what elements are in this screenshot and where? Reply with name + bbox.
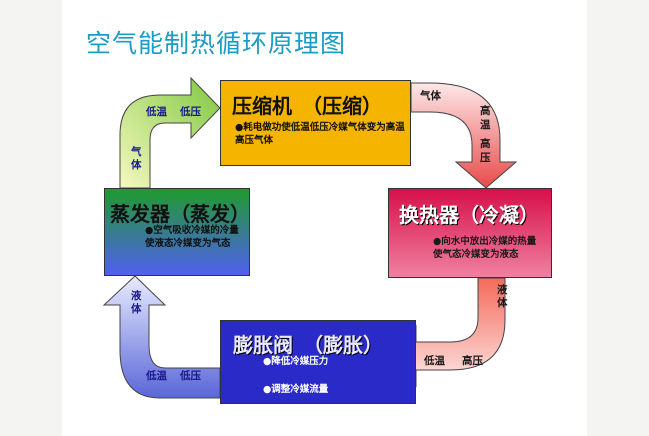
label-low-press-tl: 低压: [180, 106, 201, 118]
label-liquid-br: 液体: [497, 284, 508, 309]
arrow-valve-to-evaporator: [102, 275, 221, 399]
evaporator-description: ●空气吸收冷媒的冷量使液态冷媒变为气态: [145, 225, 239, 249]
expansion-valve-box: 膨胀阀 （膨胀） ●降低冷媒压力 ●调整冷媒流量: [220, 320, 416, 404]
valve-item-2: ●调整冷媒流量: [263, 384, 329, 395]
label-liquid-bl: 液体: [131, 290, 142, 315]
label-high-temp-tr: 高温: [480, 105, 491, 131]
arrow-compressor-to-condenser: [410, 82, 518, 189]
condenser-box: 换热器（冷凝） ●向水中放出冷媒的热量使气态冷媒变为液态: [388, 188, 552, 278]
compressor-box: 压缩机 （压缩） ●耗电做功使低温低压冷媒气体变为高温高压气体: [220, 80, 411, 166]
label-low-temp-br: 低温: [424, 355, 445, 367]
condenser-title: 换热器（冷凝）: [399, 203, 539, 227]
page-title: 空气能制热循环原理图: [86, 29, 347, 58]
compressor-title: 压缩机 （压缩）: [232, 94, 382, 118]
label-gas-tl: 气体: [131, 146, 142, 171]
label-high-press-br: 高压: [462, 355, 483, 367]
compressor-description: ●耗电做功使低温低压冷媒气体变为高温高压气体: [235, 122, 405, 146]
label-gas-tr: 气体: [420, 90, 441, 102]
label-low-temp-bl: 低温: [146, 370, 167, 382]
condenser-description: ●向水中放出冷媒的热量使气态冷媒变为液态: [433, 236, 537, 260]
label-low-temp-tl: 低温: [146, 106, 167, 118]
valve-title: 膨胀阀 （膨胀）: [233, 333, 383, 357]
evaporator-box: 蒸发器（蒸发） ●空气吸收冷媒的冷量使液态冷媒变为气态: [104, 188, 250, 276]
label-low-press-bl: 低压: [180, 370, 201, 382]
label-high-press-tr: 高压: [480, 138, 491, 164]
valve-item-1: ●降低冷媒压力: [263, 356, 329, 367]
evaporator-title: 蒸发器（蒸发）: [110, 202, 250, 226]
